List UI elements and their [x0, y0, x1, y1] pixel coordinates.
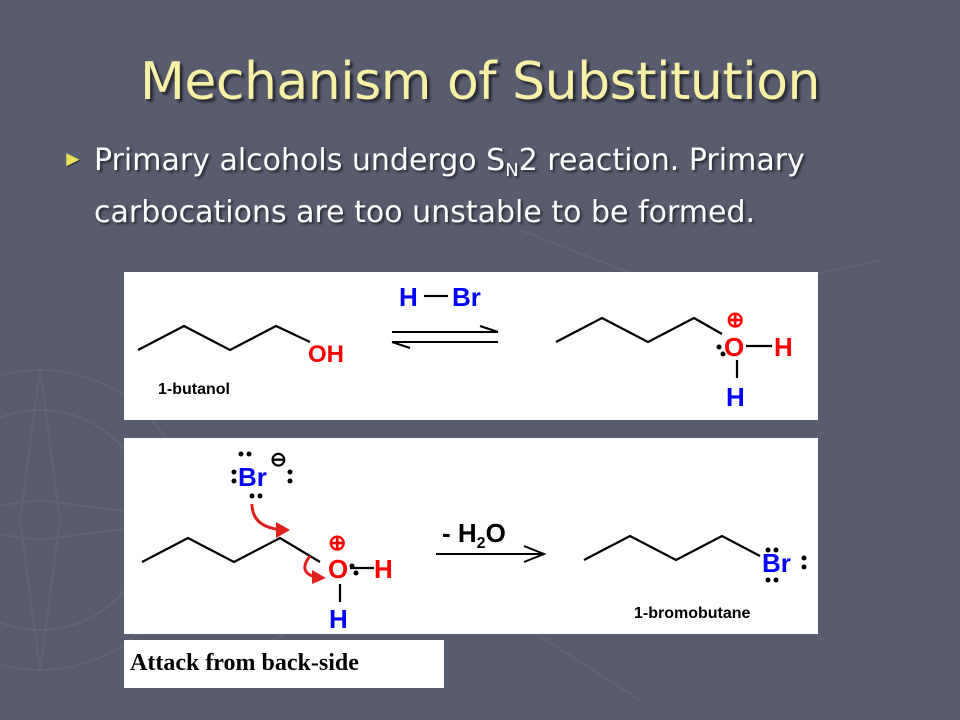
reaction-protonation-panel: OH 1-butanol H Br ⊕ O H H	[124, 272, 818, 420]
reaction-sn2-diagram: Br ⊖ ⊕ O H H - H2O Br 1-bromo	[141, 449, 807, 634]
bromobutane-lone-pair-right-1	[801, 555, 807, 561]
bromobutane-lone-pair-bottom-2	[773, 577, 779, 583]
hbr-h-label: H	[399, 282, 418, 312]
equilibrium-reverse-head	[391, 341, 411, 349]
substrate-o-label: O	[328, 554, 348, 584]
reaction-protonation-diagram: OH 1-butanol H Br ⊕ O H H	[137, 282, 793, 412]
oxonium-o-label: O	[724, 332, 744, 362]
substrate-plus-charge: ⊕	[328, 530, 346, 555]
bromide-br-label: Br	[238, 462, 267, 492]
substrate-lone-pair-2	[353, 570, 359, 576]
caption-attack-backside: Attack from back-side	[130, 650, 359, 676]
bullet-text-subscript: N	[505, 160, 519, 181]
bromide-lone-pair-right-1	[287, 469, 293, 475]
equilibrium-forward-head	[479, 325, 499, 333]
butanol-chain	[137, 324, 311, 352]
bullet-point: ► Primary alcohols undergo SN2 reaction.…	[62, 140, 922, 234]
substrate-h-down-label: H	[329, 604, 348, 634]
bullet-text: Primary alcohols undergo SN2 reaction. P…	[94, 140, 805, 234]
bromobutane-name-label: 1-bromobutane	[634, 605, 751, 622]
bullet-arrow-icon: ►	[62, 146, 84, 171]
bullet-text-part2: 2 reaction. Primary	[518, 143, 805, 178]
oxonium-h-right-label: H	[774, 332, 793, 362]
bromide-lone-pair-bottom-2	[257, 493, 263, 499]
bromide-lone-pair-left-2	[231, 478, 237, 484]
butanol-oh-label: OH	[308, 341, 344, 368]
bromide-lone-pair-top-1	[238, 451, 244, 457]
butanol-name-label: 1-butanol	[158, 381, 230, 398]
bromobutane-lone-pair-right-2	[801, 564, 807, 570]
bromide-lone-pair-bottom-1	[249, 493, 255, 499]
arrow-label-minus-h: - H2O	[442, 518, 506, 552]
bromobutane-lone-pair-top-2	[773, 547, 779, 553]
slide-title: Mechanism of Substitution	[140, 52, 820, 112]
oxonium-lone-pair-dot-2	[720, 351, 726, 357]
reaction-arrow-head	[523, 545, 547, 563]
oxonium-chain	[555, 316, 723, 344]
substrate-chain	[141, 536, 321, 564]
bromide-lone-pair-left-1	[231, 469, 237, 475]
bromide-minus-charge: ⊖	[270, 449, 287, 471]
bromobutane-br-label: Br	[762, 548, 791, 578]
substrate-h-right-label: H	[374, 554, 393, 584]
oxonium-plus-charge: ⊕	[726, 307, 744, 332]
bromobutane-lone-pair-top-1	[765, 547, 771, 553]
bullet-text-line2: carbocations are too unstable to be form…	[94, 195, 756, 230]
hbr-br-label: Br	[452, 282, 481, 312]
bromide-lone-pair-right-2	[287, 478, 293, 484]
oxonium-h-down-label: H	[726, 382, 745, 412]
bullet-text-part1: Primary alcohols undergo S	[94, 143, 506, 178]
bromide-lone-pair-top-2	[246, 451, 252, 457]
leaving-curly-arrowhead-icon	[312, 570, 326, 584]
attack-curly-arrowhead-icon	[276, 522, 290, 538]
caption-background	[124, 640, 444, 688]
bromobutane-chain	[583, 534, 761, 562]
oxonium-lone-pair-dot-1	[716, 344, 722, 350]
reaction-sn2-panel: Br ⊖ ⊕ O H H - H2O Br 1-bromo	[124, 438, 818, 634]
bromobutane-lone-pair-bottom-1	[765, 577, 771, 583]
